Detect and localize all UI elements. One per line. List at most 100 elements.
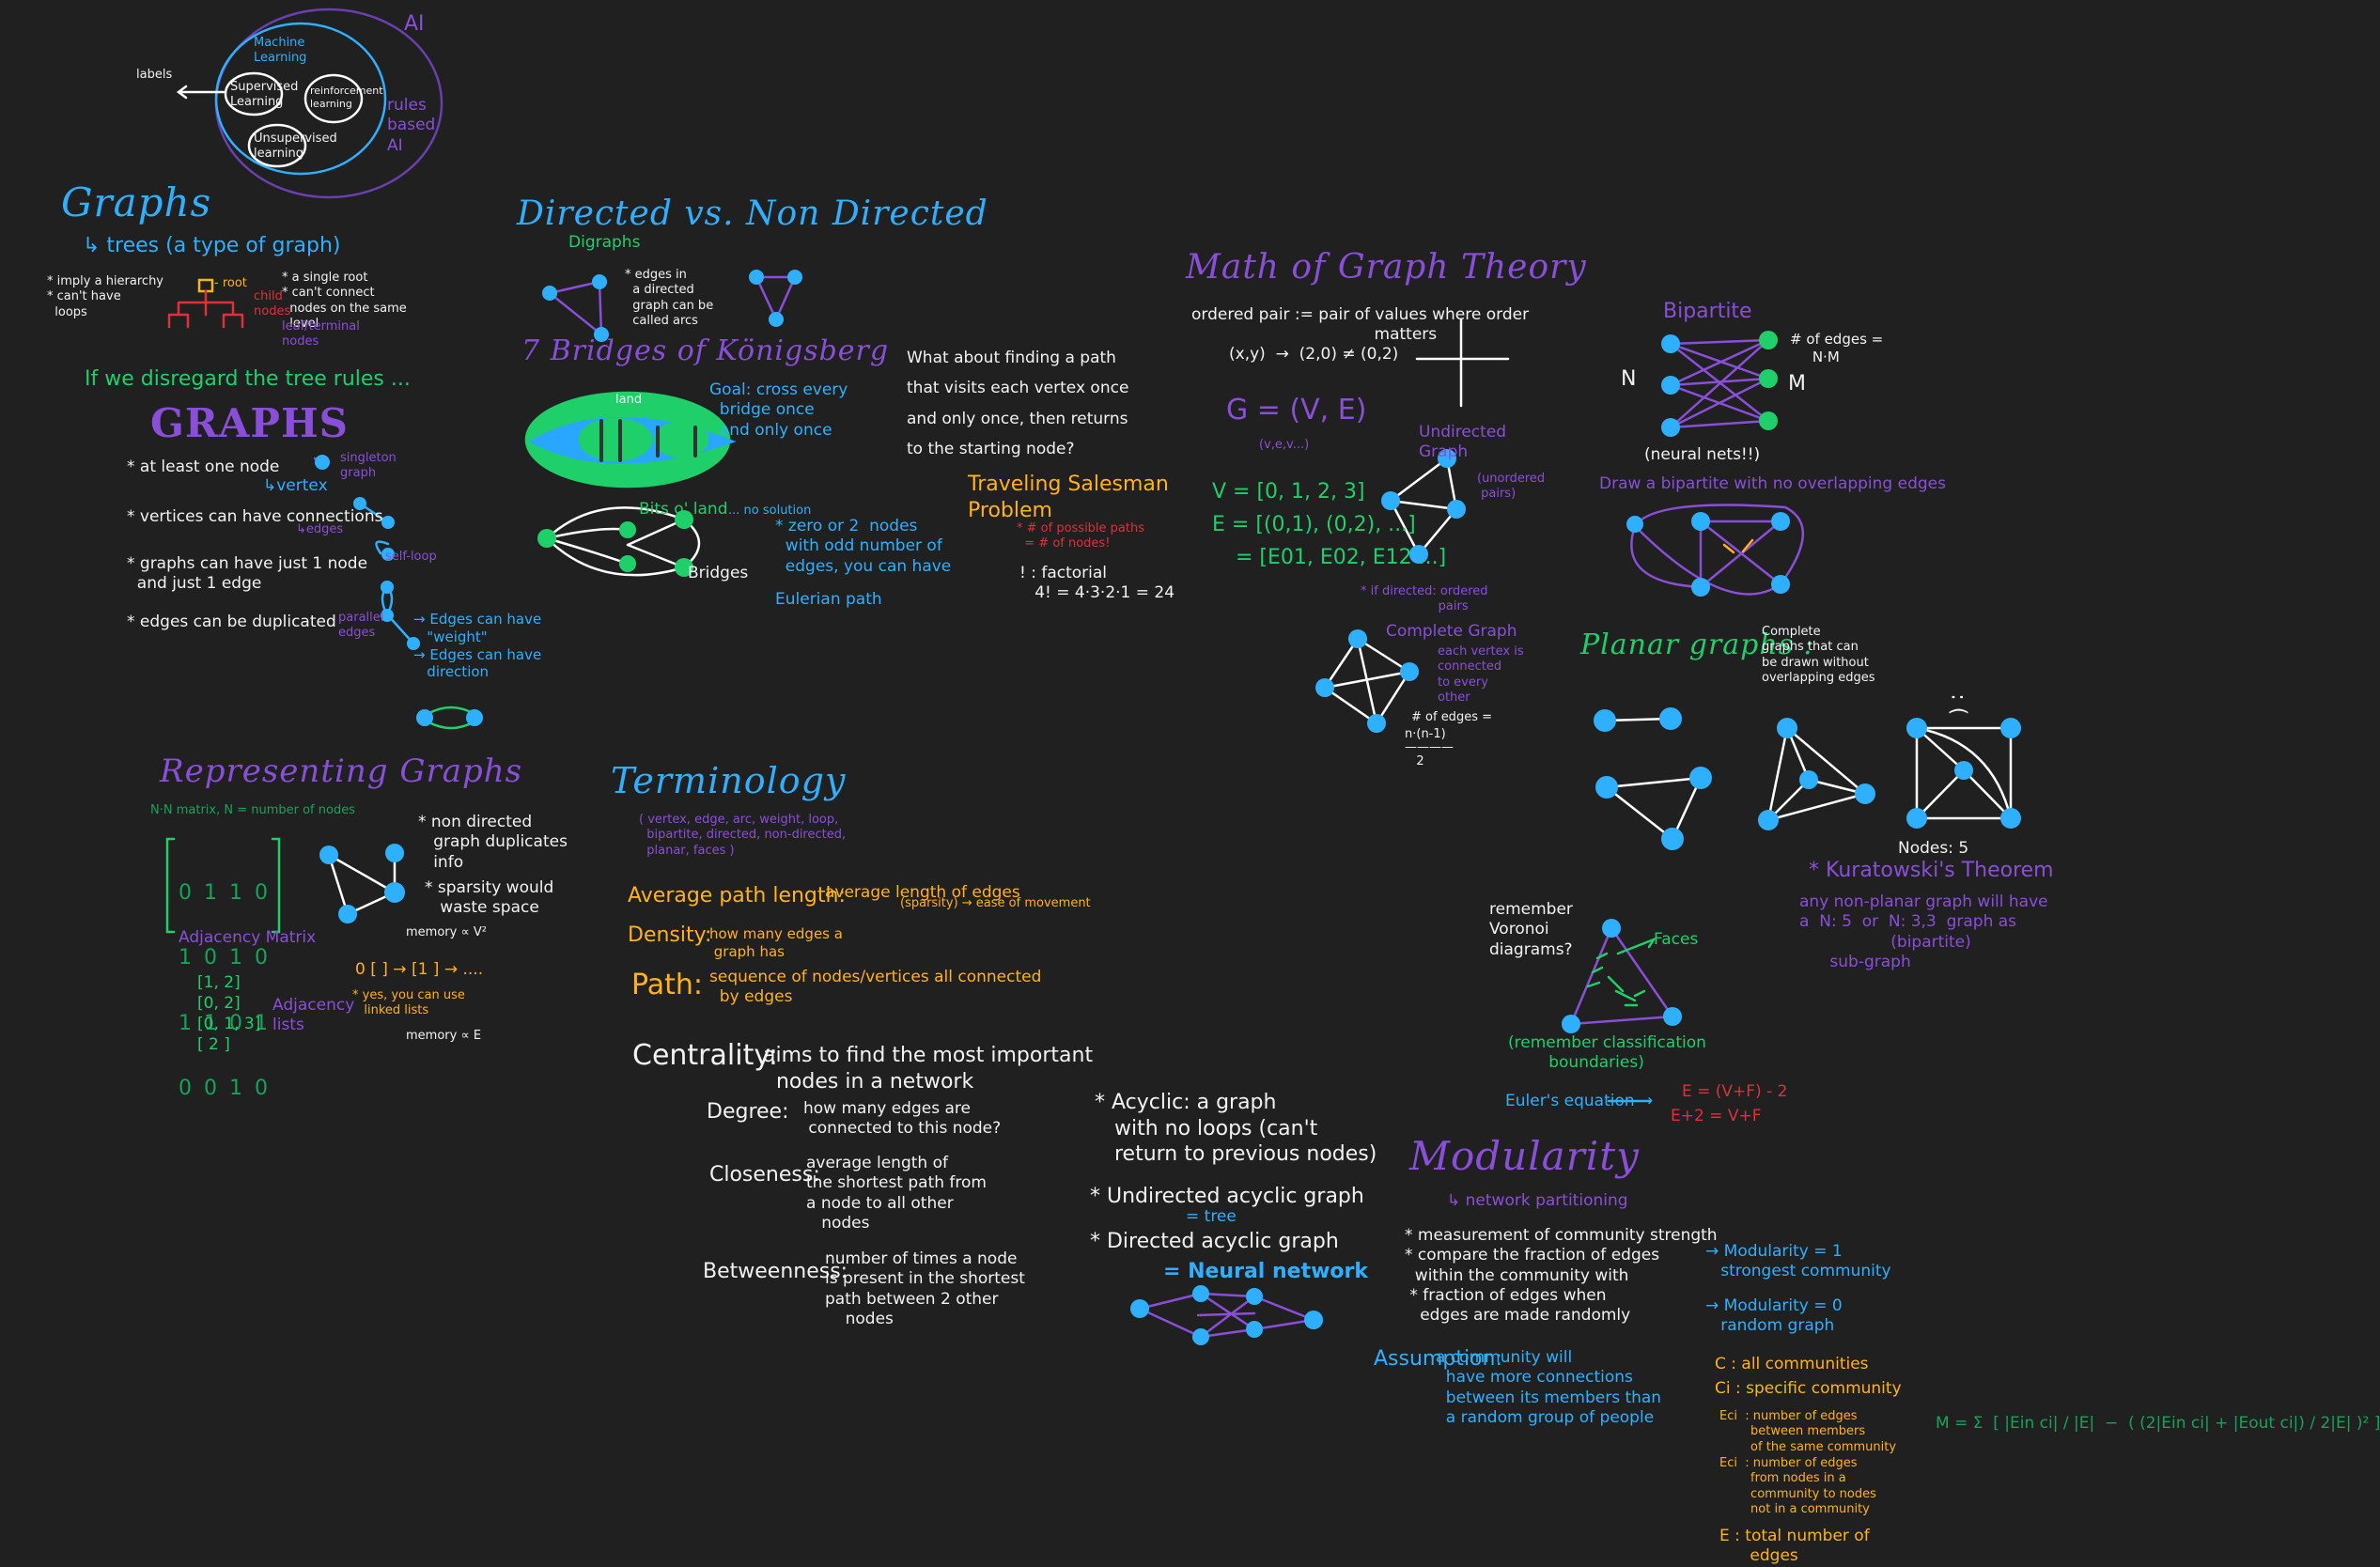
pair-example: (x,y) → (2,0) ≠ (0,2) [1229, 345, 1399, 364]
ai-label: AI [404, 12, 425, 36]
nondirected-note: * non directed graph duplicates info [418, 813, 568, 872]
numedges-label: # of edges = [1411, 710, 1492, 724]
leaf-label: leaf/terminal nodes [282, 319, 360, 349]
green-nodes [537, 331, 1778, 577]
centrality-label: Centrality: [632, 1039, 779, 1072]
child-label: child nodes [254, 289, 291, 319]
g-def: G = (V, E) [1226, 394, 1367, 427]
tsp-label: Traveling Salesman Problem [968, 473, 1169, 522]
path-question: What about finding a path that visits ea… [907, 349, 1129, 458]
math-title: Math of Graph Theory [1186, 248, 1587, 287]
kuratowski-title: * Kuratowski's Theorem [1809, 859, 2054, 882]
adj-matrix: 0 1 1 0 1 0 1 0 1 1 0 1 0 0 1 0 [179, 839, 271, 1121]
bridges-label: Bridges [688, 564, 749, 582]
disregard-line: If we disregard the tree rules ... [85, 367, 411, 391]
matrix-row: 0 1 1 0 [179, 881, 271, 906]
degree-desc: how many edges are connected to this nod… [803, 1099, 1002, 1139]
neural-network-label: = Neural network [1163, 1260, 1369, 1283]
betweenness-desc: number of times a node is present in the… [825, 1249, 1025, 1328]
path-label: Path: [631, 969, 704, 1001]
betweenness-label: Betweenness: [703, 1260, 848, 1283]
arcs-note: * edges in a directed graph can be calle… [625, 268, 714, 328]
euler-formula2: E+2 = V+F [1671, 1107, 1762, 1125]
graphs2-b3: * graphs can have just 1 node and just 1… [127, 554, 368, 594]
adj-lists: [1, 2] [0, 2] [0, 1, 3] [ 2 ] [197, 973, 261, 1055]
bridges-title: 7 Bridges of Königsberg [521, 334, 890, 367]
modularity-sub: ↳ network partitioning [1447, 1191, 1628, 1210]
labels-label: labels [136, 68, 173, 82]
classification-note: (remember classification boundaries) [1508, 1033, 1706, 1073]
nodes5-label: Nodes: 5 [1898, 839, 1969, 858]
repr-nn: N·N matrix, N = number of nodes [150, 803, 355, 817]
ordered-pair: ordered pair := pair of values where ord… [1191, 305, 1530, 345]
planar-graphs [1603, 717, 2013, 841]
term-list: ( vertex, edge, arc, weight, loop, bipar… [639, 813, 847, 858]
supervised-circle [224, 71, 284, 116]
tree-label: = tree [1186, 1207, 1237, 1226]
repr-graph [327, 851, 397, 916]
reinforcement-circle [303, 73, 364, 124]
acyclic-note: * Acyclic: a graph with no loops (can't … [1095, 1091, 1377, 1166]
bipartite-draw-label: Draw a bipartite with no overlapping edg… [1599, 474, 1946, 493]
voronoi-note: remember Voronoi diagrams? [1489, 900, 1573, 959]
matrix-row: 1 0 1 0 [179, 946, 271, 970]
weight-label: → Edges can have "weight" → Edges can ha… [413, 611, 542, 681]
linked-list: 0 [ ] → [1 ] → .... [355, 960, 484, 979]
bipartite-edges: # of edges = N·M [1790, 331, 1884, 365]
kuratowski-desc: any non-planar graph will have a N: 5 or… [1799, 892, 2048, 971]
ml-circle [214, 22, 387, 176]
terminology-title: Terminology [611, 760, 847, 801]
konigsberg-map [524, 391, 737, 489]
linked-note: * yes, you can use linked lists [352, 988, 465, 1018]
land-label: land [615, 393, 643, 407]
neural-nets: (neural nets!!) [1644, 445, 1761, 464]
graphs2-b1: * at least one node [127, 458, 280, 476]
unordered-label: (unordered pairs) [1477, 472, 1546, 502]
bipartite-n: N [1621, 367, 1637, 391]
density-desc: how many edges a graph has [709, 925, 843, 960]
complete-label: Complete Graph [1386, 622, 1517, 641]
assumption-text: a community will have more connections b… [1436, 1348, 1662, 1427]
unsupervised-label: Unsupervised learning [254, 132, 337, 162]
e-def: E = [(0,1), (0,2), ...] [1212, 513, 1416, 536]
vertex-label: ↳vertex [263, 476, 328, 495]
neural-network [1138, 1292, 1315, 1339]
supervised-label: Supervised Learning [230, 80, 299, 110]
dag-label: * Directed acyclic graph [1090, 1230, 1339, 1253]
factorial-note: ! : factorial 4! = 4·3·2·1 = 24 [1019, 564, 1175, 603]
modularity-zero: → Modularity = 0 random graph [1705, 1296, 1843, 1336]
bipartite-title: Bipartite [1663, 300, 1752, 323]
rules-label: rules based AI [387, 96, 436, 155]
modularity-title: Modularity [1409, 1133, 1640, 1179]
konigsberg-graph [545, 506, 701, 577]
tree-hierarchy: * imply a hierarchy * can't have loops [47, 274, 163, 319]
planar-desc: Complete graphs that can be drawn withou… [1762, 625, 1875, 685]
graphs2-title: GRAPHS [150, 400, 349, 446]
zero-or-two: * zero or 2 nodes with odd number of edg… [775, 517, 952, 576]
goal-note: Goal: cross every bridge once and only o… [709, 380, 848, 440]
digraphs-label: Digraphs [568, 233, 641, 252]
eulerian-path: Eulerian path [775, 590, 882, 609]
ein-def: Eci : number of edges between members of… [1719, 1409, 1897, 1454]
bipartite-graph [1669, 338, 1770, 429]
single-root: * a single root * can't connect nodes on… [282, 271, 407, 331]
apl-label: Average path length: [628, 884, 846, 908]
sparsity-note: * sparsity would waste space [425, 878, 554, 918]
assumption-label: Assumption: [1374, 1347, 1502, 1371]
apl-desc: average length of edges [825, 883, 1020, 902]
adj-lists-label: Adjacency lists [272, 996, 355, 1035]
apl-sparsity: (sparsity) → ease of movement [900, 896, 1091, 910]
degree-label: Degree: [707, 1100, 789, 1124]
possible-paths: * # of possible paths = # of nodes! [1017, 521, 1145, 551]
euler-formula: E = (V+F) - 2 [1682, 1082, 1788, 1101]
faces-label: Faces [1654, 930, 1699, 949]
frown-face: : ( [1946, 693, 1970, 716]
c-def: C : all communities [1715, 1355, 1869, 1373]
path-desc: sequence of nodes/vertices all connected… [709, 968, 1042, 1007]
graphs-title: Graphs [61, 179, 212, 225]
graph-nodes [315, 270, 2021, 1345]
directed-ordered: * if directed: ordered pairs [1361, 584, 1488, 614]
modularity-bullets: * measurement of community strength * co… [1405, 1226, 1718, 1325]
matrix-row: 0 0 1 0 [179, 1077, 271, 1101]
